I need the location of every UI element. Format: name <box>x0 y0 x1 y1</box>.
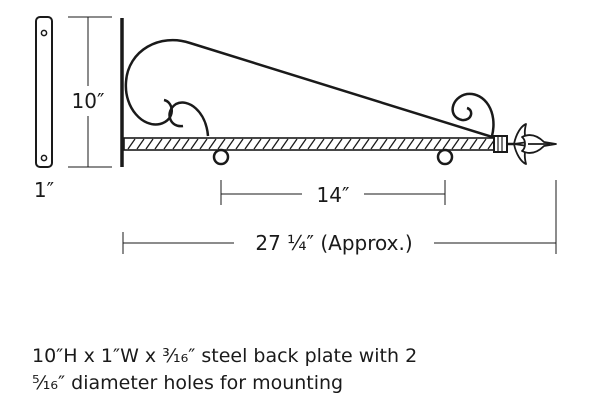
back-plate-side-view <box>35 16 53 168</box>
bottom-mounting-hole <box>40 154 48 162</box>
upper-scroll-arm <box>124 38 503 142</box>
lower-left-scroll <box>168 101 210 137</box>
caption-line-2: ⁵⁄₁₆″ diameter holes for mounting <box>32 372 344 394</box>
top-mounting-hole <box>40 29 48 37</box>
width-label: 1″ <box>34 178 54 202</box>
right-hanging-ring <box>436 148 454 166</box>
specification-caption: 10″H x 1″W x ³⁄₁₆″ steel back plate with… <box>32 343 592 397</box>
left-hanging-ring <box>212 148 230 166</box>
bracket-front-view <box>120 18 557 167</box>
end-collar <box>493 135 508 153</box>
hook-spacing-label: 14″ <box>317 183 350 207</box>
overall-length-label: 27 ¼″ (Approx.) <box>255 231 412 255</box>
height-label: 10″ <box>72 89 105 113</box>
caption-line-1: 10″H x 1″W x ³⁄₁₆″ steel back plate with… <box>32 345 418 367</box>
right-scroll <box>451 92 495 137</box>
spear-finial <box>513 123 557 165</box>
sign-bracket-diagram: 10″ 1″ <box>33 16 557 255</box>
twisted-bar <box>123 137 497 151</box>
